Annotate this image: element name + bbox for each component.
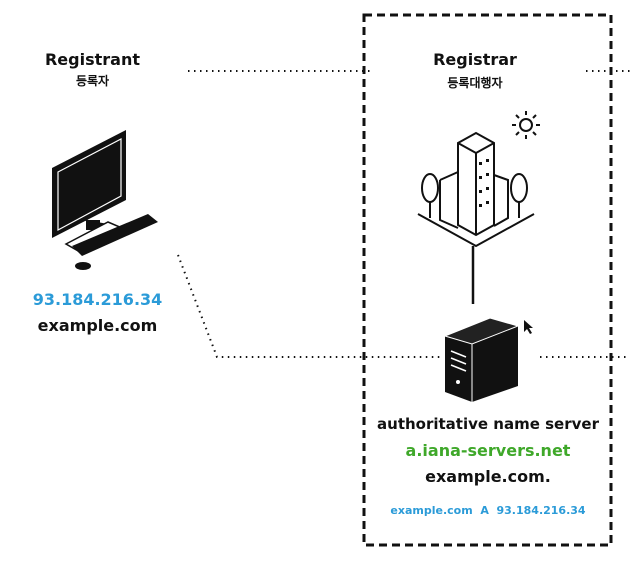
building-icon <box>417 131 535 248</box>
registrant-title: Registrant <box>44 50 140 69</box>
registrar-title: Registrar <box>433 50 517 69</box>
registrant-ip: 93.184.216.34 <box>32 290 163 309</box>
registrant-domain: example.com <box>37 316 158 335</box>
registrar-boundary <box>362 13 613 547</box>
nameserver-host: a.iana-servers.net <box>405 441 571 460</box>
sun-icon <box>512 111 540 139</box>
server-icon <box>443 317 520 402</box>
nameserver-role: authoritative name server <box>377 415 599 433</box>
cursor-icon <box>524 320 533 334</box>
registrant-subtitle: 등록자 <box>75 74 110 88</box>
computer-icon <box>52 130 158 270</box>
nameserver-zone: example.com. <box>425 467 551 486</box>
dns-a-record: example.com A 93.184.216.34 <box>390 504 586 517</box>
registrar-subtitle: 등록대행자 <box>447 76 503 90</box>
connector-lines <box>177 70 630 358</box>
